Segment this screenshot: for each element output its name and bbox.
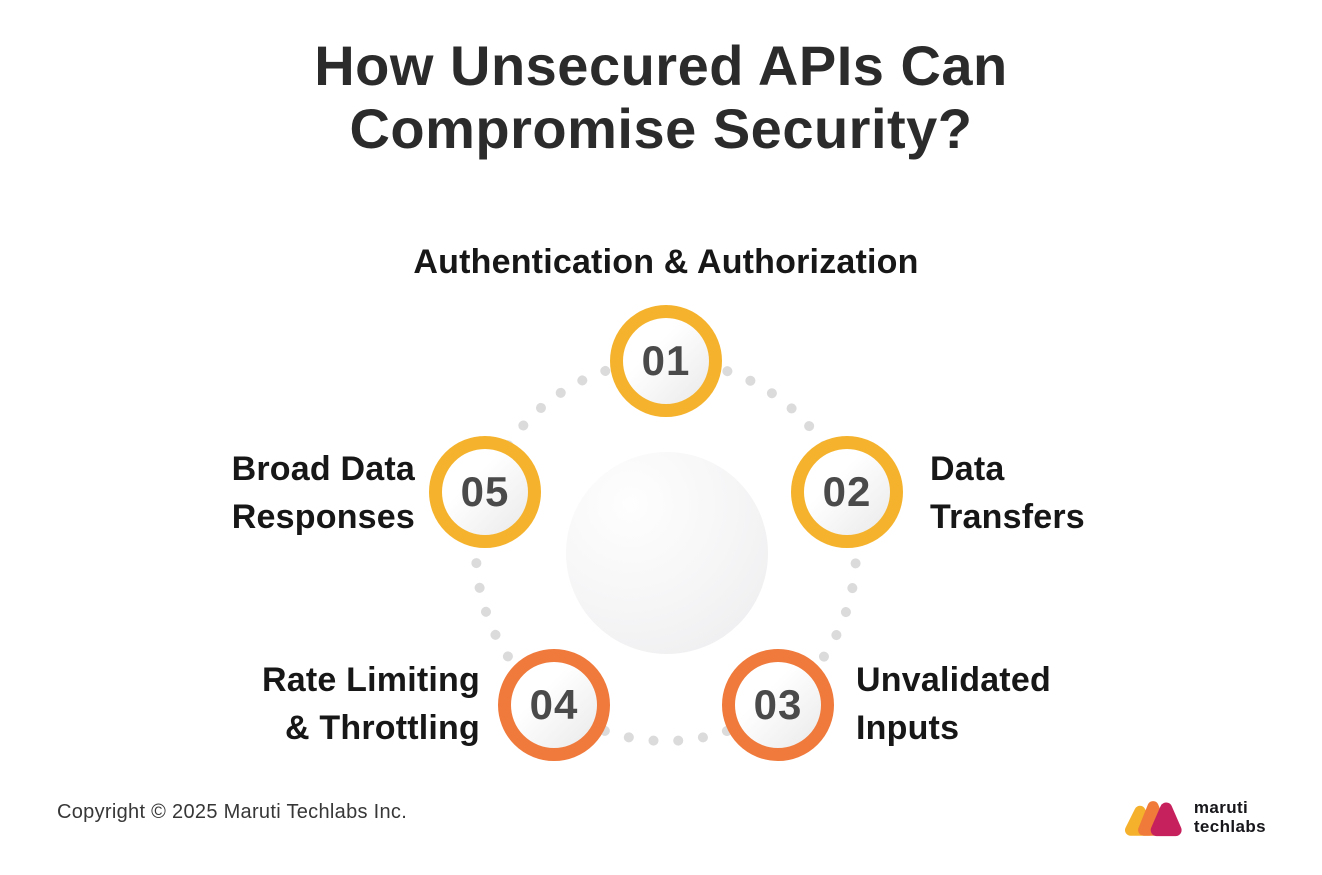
step-label-line: Transfers — [930, 498, 1085, 536]
center-circle — [566, 452, 768, 654]
step-label-line: Authentication & Authorization — [413, 243, 919, 281]
step-number-04: 04 — [529, 681, 579, 728]
logo-word-maruti: maruti — [1193, 798, 1249, 817]
step-label-unvalidated-inputs: Unvalidated Inputs — [856, 656, 1051, 752]
step-number-03: 03 — [753, 681, 803, 728]
step-circle-05: 05 — [429, 436, 541, 548]
step-label-line: Rate Limiting — [262, 661, 480, 699]
logo-word-techlabs: techlabs — [1193, 817, 1266, 836]
step-label-line: Inputs — [856, 709, 960, 747]
logo-wordmark: maruti techlabs — [1194, 798, 1266, 836]
logo-mark-icon — [1124, 801, 1182, 837]
step-label-line: Unvalidated — [856, 661, 1051, 699]
title-line-2: Compromise Security? — [349, 97, 973, 160]
step-number-05: 05 — [460, 468, 510, 515]
step-label-authentication-authorization: Authentication & Authorization — [413, 240, 918, 284]
title-line-1: How Unsecured APIs Can — [314, 34, 1008, 97]
step-label-line: & Throttling — [284, 709, 480, 747]
step-circle-02: 02 — [791, 436, 903, 548]
step-circle-04: 04 — [498, 649, 610, 761]
copyright-text: Copyright © 2025 Maruti Techlabs Inc. — [57, 801, 408, 823]
maruti-techlabs-logo: maruti techlabs — [1124, 796, 1266, 838]
step-label-line: Data — [930, 450, 1005, 488]
page-title: How Unsecured APIs Can Compromise Securi… — [0, 34, 1322, 160]
step-label-line: Responses — [231, 498, 415, 536]
step-label-broad-data-responses: Broad Data Responses — [232, 445, 415, 541]
step-number-01: 01 — [641, 337, 691, 384]
step-label-rate-limiting-throttling: Rate Limiting & Throttling — [262, 656, 480, 752]
step-label-line: Broad Data — [231, 450, 415, 488]
step-label-data-transfers: Data Transfers — [930, 445, 1085, 541]
step-circle-03: 03 — [722, 649, 834, 761]
step-number-02: 02 — [822, 468, 872, 515]
step-circle-01: 01 — [610, 305, 722, 417]
